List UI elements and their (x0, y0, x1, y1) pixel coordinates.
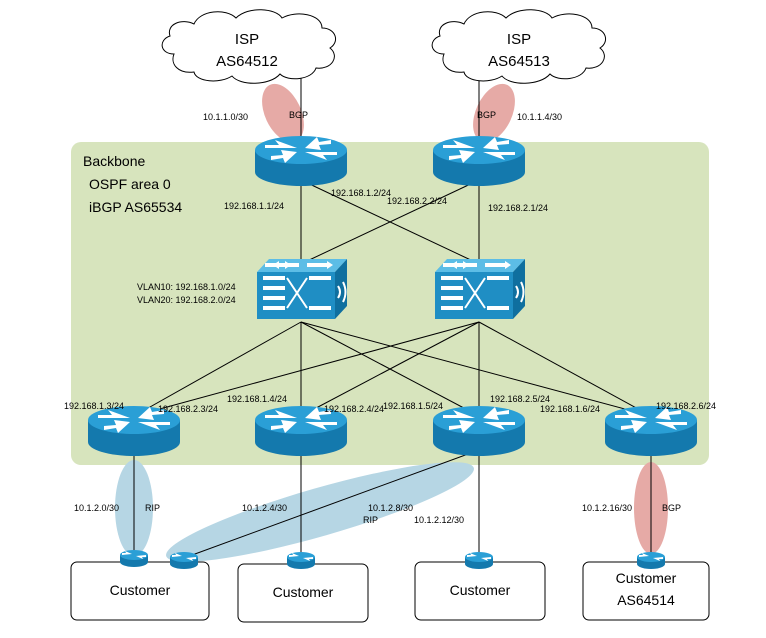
acc3-b-label: 192.168.2.5/24 (490, 394, 550, 404)
cust5-subnet-label: 10.1.2.16/30 (582, 503, 632, 513)
acc1-a-label: 192.168.1.3/24 (64, 401, 124, 411)
access-router-4-icon (605, 406, 697, 456)
customer-router-1b-icon (170, 552, 198, 569)
core1-a-label: 192.168.1.1/24 (224, 201, 284, 211)
access-router-3-icon (433, 406, 525, 456)
isp1-proto-label: BGP (289, 110, 308, 120)
acc1-b-label: 192.168.2.3/24 (158, 404, 218, 414)
cust3-subnet-label: 10.1.2.8/30 (368, 503, 413, 513)
core2-a-label: 192.168.2.2/24 (387, 196, 447, 206)
cust4-subnet-label: 10.1.2.12/30 (414, 515, 464, 525)
isp2-proto-label: BGP (477, 110, 496, 120)
backbone-ibgp: iBGP AS65534 (89, 199, 182, 215)
customer-2-label: Customer (273, 584, 334, 600)
backbone-title: Backbone (83, 153, 145, 169)
cust1-subnet-label: 10.1.2.0/30 (74, 503, 119, 513)
isp-2-as: AS64513 (488, 53, 550, 70)
cust1-proto-label: RIP (145, 503, 160, 513)
isp-cloud-2: ISP AS64513 (431, 9, 607, 84)
backbone-ospf: OSPF area 0 (89, 176, 171, 192)
switch-1-icon (256, 258, 348, 320)
customer-router-2-icon (287, 552, 315, 569)
core1-b-label: 192.168.1.2/24 (331, 188, 391, 198)
cust3-proto-label: RIP (363, 515, 378, 525)
backbone-area (71, 142, 709, 465)
customer-router-1-icon (120, 550, 148, 567)
vlan10-label: VLAN10: 192.168.1.0/24 (137, 282, 236, 292)
acc4-b-label: 192.168.2.6/24 (656, 401, 716, 411)
customer-router-4-icon (637, 552, 665, 569)
acc4-a-label: 192.168.1.6/24 (540, 404, 600, 414)
customer-4-label: Customer (616, 570, 677, 586)
acc3-a-label: 192.168.1.5/24 (383, 401, 443, 411)
cust5-proto-label: BGP (662, 503, 681, 513)
acc2-b-label: 192.168.2.4/24 (324, 404, 384, 414)
customer-3-label: Customer (450, 582, 511, 598)
customer-4-as: AS64514 (617, 592, 675, 608)
core2-b-label: 192.168.2.1/24 (488, 203, 548, 213)
isp2-subnet-label: 10.1.1.4/30 (517, 112, 562, 122)
isp-1-as: AS64512 (216, 53, 278, 70)
core-router-1-icon (255, 136, 347, 186)
core-router-2-icon (433, 136, 525, 186)
acc2-a-label: 192.168.1.4/24 (227, 394, 287, 404)
customer-router-3-icon (465, 552, 493, 569)
bgp-link-highlight-isp2 (473, 83, 515, 143)
isp-1-name: ISP (235, 31, 259, 48)
isp1-subnet-label: 10.1.1.0/30 (203, 112, 248, 122)
switch-2-icon (434, 258, 526, 320)
bgp-link-highlight-isp1 (262, 83, 304, 143)
customer-1-label: Customer (110, 582, 171, 598)
isp-2-name: ISP (507, 31, 531, 48)
isp-cloud-1: ISP AS64512 (161, 9, 337, 84)
vlan20-label: VLAN20: 192.168.2.0/24 (137, 295, 236, 305)
cust2-subnet-label: 10.1.2.4/30 (242, 503, 287, 513)
